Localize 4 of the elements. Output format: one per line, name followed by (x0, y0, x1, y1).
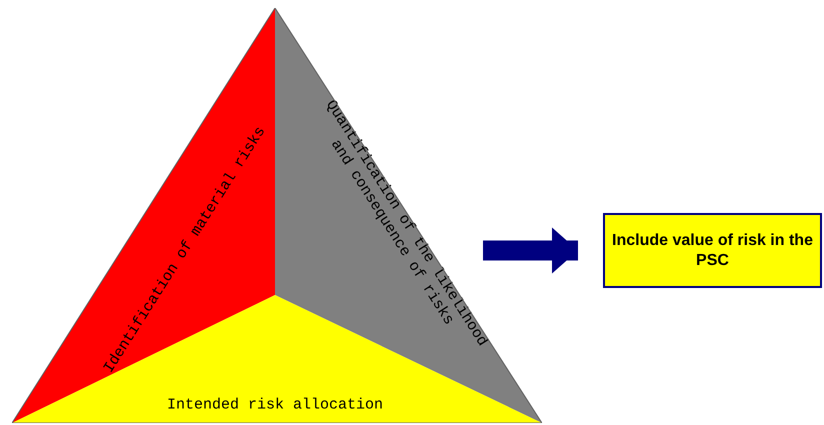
triangle-diagram (12, 8, 542, 423)
region-label: Intended risk allocation (166, 396, 384, 414)
result-box: Include value of risk in the PSC (603, 213, 822, 288)
arrow (483, 228, 578, 274)
